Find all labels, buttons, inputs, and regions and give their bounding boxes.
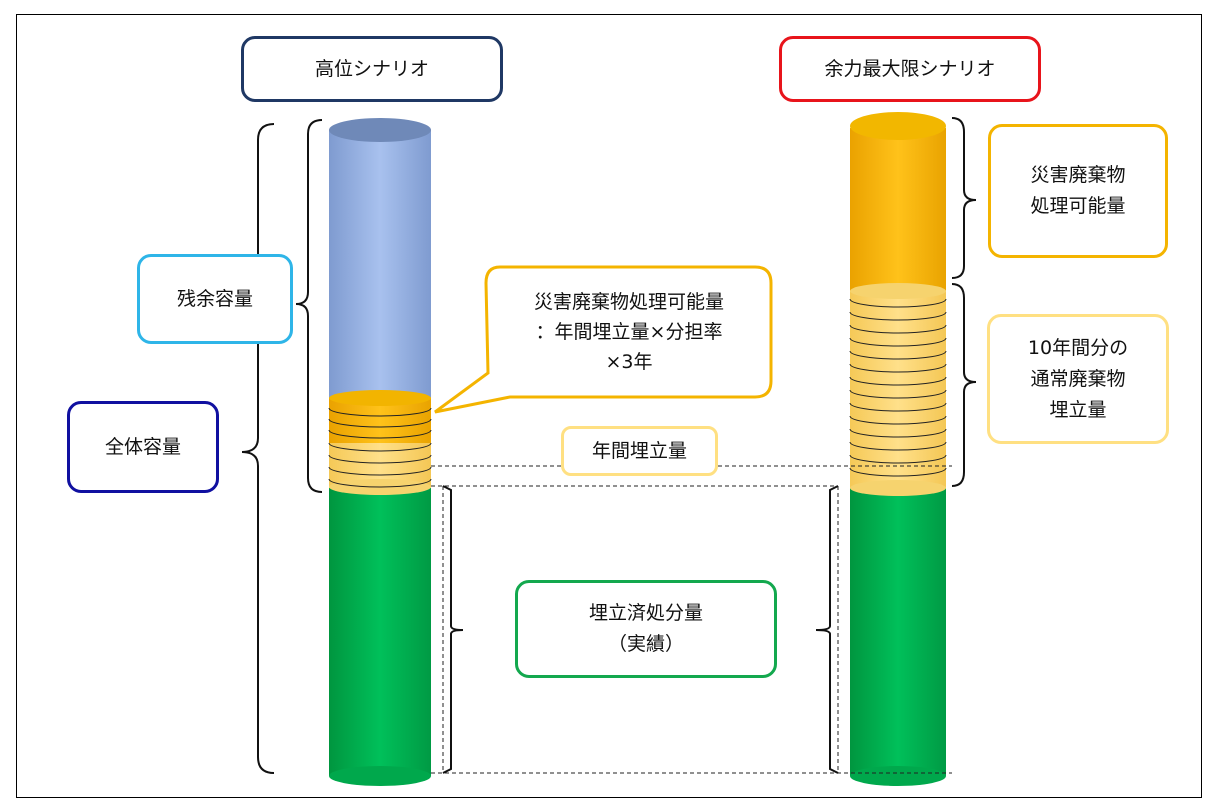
disaster-capacity-segment-max — [850, 128, 946, 291]
total-capacity-label: 全体容量 — [67, 401, 219, 493]
formula-callout-shape — [434, 265, 773, 414]
landfilled-actual-label: 埋立済処分量 （実績） — [515, 580, 777, 678]
ten-year-normal-segment-max — [850, 288, 946, 488]
high-cylinder-top — [329, 118, 431, 142]
ten-year-normal-brace-max — [951, 283, 977, 487]
max-scenario-label: 余力最大限シナリオ — [779, 36, 1041, 102]
landfilled-segment-max — [850, 486, 946, 776]
remaining-capacity-brace — [295, 119, 323, 493]
disaster-capacity-label: 災害廃棄物 処理可能量 — [988, 124, 1168, 258]
disaster-capacity-brace-max — [951, 117, 977, 279]
total-capacity-brace — [241, 123, 275, 774]
braces — [241, 117, 977, 774]
ten-year-normal-label: 10年間分の 通常廃棄物 埋立量 — [987, 314, 1169, 444]
diagram-frame — [16, 14, 1202, 798]
high-scenario-label: 高位シナリオ — [241, 36, 503, 102]
max-scenario-cylinder — [849, 112, 947, 786]
high-scenario-cylinder — [328, 118, 432, 786]
landfilled-segment-high — [329, 484, 431, 776]
landfilled-brace-max — [815, 485, 839, 774]
landfilled-brace-high — [442, 485, 464, 774]
annual-landfill-label: 年間埋立量 — [561, 426, 718, 476]
formula-callout-text: 災害廃棄物処理可能量 ：年間埋立量×分担率 ×3年 — [533, 291, 724, 373]
max-cylinder-top — [850, 112, 946, 140]
remaining-capacity-label: 残余容量 — [137, 254, 293, 344]
remaining-capacity-segment-high — [329, 130, 431, 398]
